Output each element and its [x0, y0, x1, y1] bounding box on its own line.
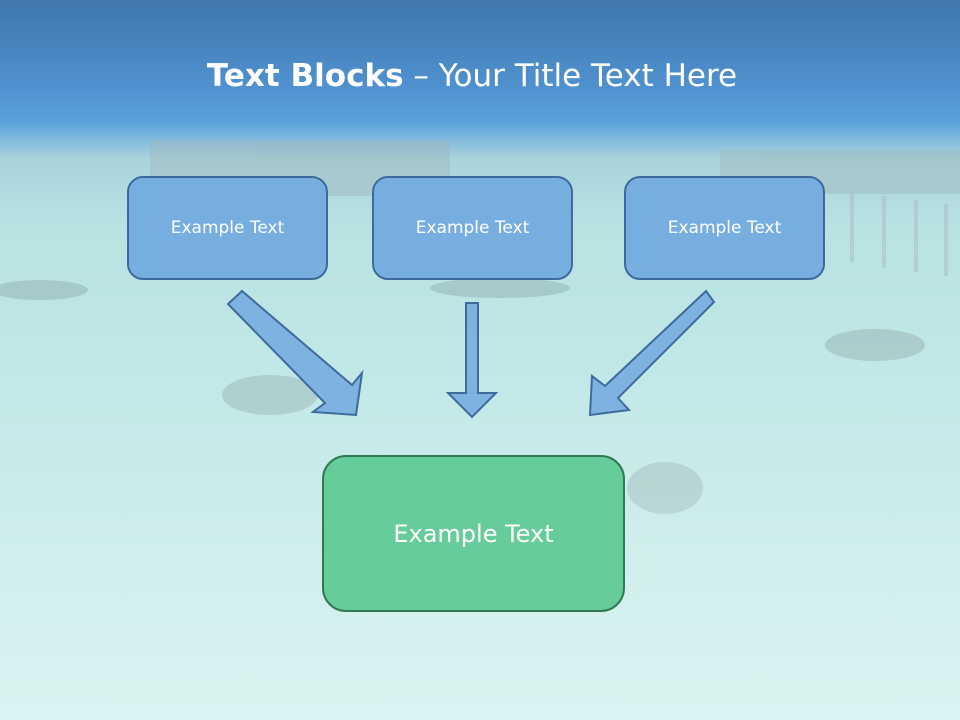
text-block-3-label: Example Text — [667, 218, 782, 238]
text-block-3[interactable]: Example Text — [624, 176, 825, 280]
arrow-left-icon — [226, 289, 364, 417]
arrow-right-icon — [588, 289, 716, 417]
text-block-1[interactable]: Example Text — [127, 176, 328, 280]
pier-posts-decoration — [850, 190, 948, 276]
text-block-2[interactable]: Example Text — [372, 176, 573, 280]
title-rest: – Your Title Text Here — [403, 58, 738, 94]
target-text-block[interactable]: Example Text — [322, 455, 625, 612]
slide-title: Text Blocks – Your Title Text Here — [0, 56, 944, 96]
title-bold: Text Blocks — [206, 58, 404, 94]
target-text-block-label: Example Text — [393, 519, 554, 548]
text-block-1-label: Example Text — [170, 218, 285, 238]
text-block-2-label: Example Text — [415, 218, 530, 238]
arrow-center-icon — [445, 302, 499, 419]
